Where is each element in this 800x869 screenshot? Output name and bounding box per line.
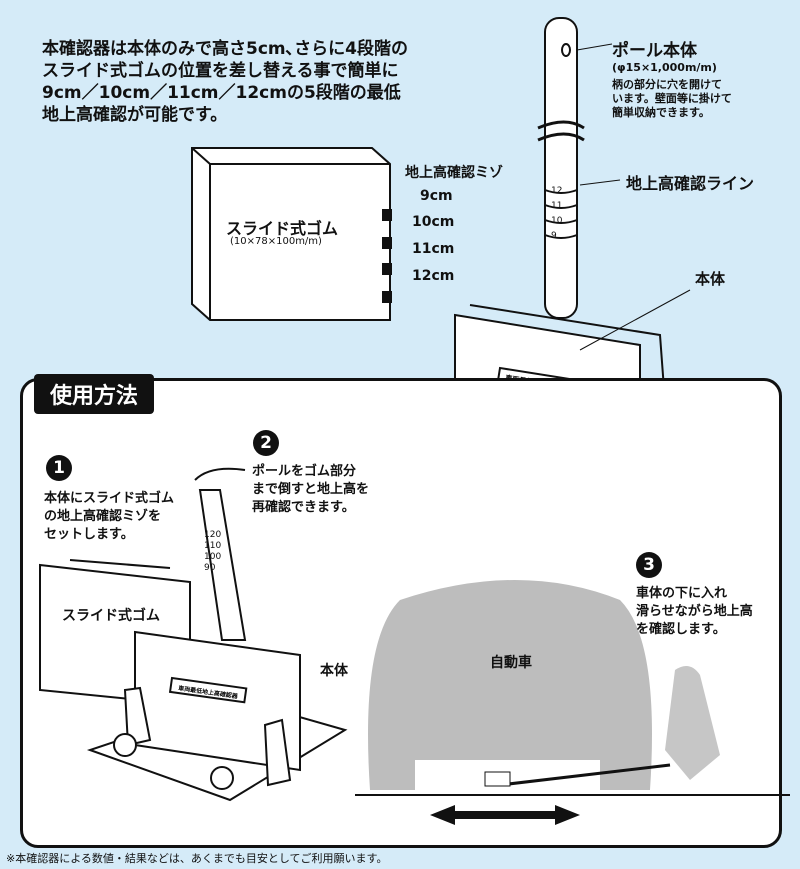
step-2-text: ポールをゴム部分まで倒すと地上高を再確認できます。 xyxy=(252,463,369,517)
rubber-block-illustration xyxy=(191,147,392,321)
usage-title: 使用方法 xyxy=(34,374,155,414)
intro-line: 地上高確認が可能です。 xyxy=(42,105,228,125)
intro-text: 本確認器は本体のみで高さ5cm､さらに4段階の スライド式ゴムの位置を差し替える… xyxy=(42,38,462,126)
pole-mark: 11 xyxy=(551,201,563,211)
device-in-use xyxy=(484,771,511,787)
person-silhouette xyxy=(665,666,720,780)
pole-mark: 100 xyxy=(204,552,222,562)
pole-desc-line: 簡単収納できます。 xyxy=(612,106,710,119)
step-1-text: 本体にスライド式ゴムの地上高確認ミゾをセットします。 xyxy=(44,490,174,544)
car-label: 自動車 xyxy=(490,655,532,671)
footnote: ※本確認器による数値・結果などは、あくまでも目安としてご利用願います。 xyxy=(6,852,388,865)
step-line: セットします。 xyxy=(44,527,134,542)
usage-rubber-label: スライド式ゴム xyxy=(62,608,160,624)
step-line: 滑らせながら地上高 xyxy=(636,604,753,619)
pole-mark: 10 xyxy=(551,216,563,226)
pole-callout: ポール本体 (φ15×1,000m/m) 柄の部分に穴を開けています。壁面等に掛… xyxy=(612,36,732,120)
pole-mark: 12 xyxy=(551,186,563,196)
pole-marks: 12 11 10 9 xyxy=(551,184,562,244)
rubber-title: スライド式ゴム xyxy=(226,219,339,238)
pole-size: (φ15×1,000m/m) xyxy=(612,61,717,74)
groove-11cm: 11cm xyxy=(412,241,455,257)
step-line: ポールをゴム部分 xyxy=(252,464,357,479)
groove-9cm: 9cm xyxy=(420,188,453,204)
pole-desc-line: います。壁面等に掛けて xyxy=(612,92,732,105)
step-2-badge: 2 xyxy=(253,430,279,456)
rotate-arrow xyxy=(194,467,246,481)
slide-arrow xyxy=(69,559,171,569)
pole-in-use xyxy=(499,763,671,787)
intro-line: スライド式ゴムの位置を差し替える事で簡単に xyxy=(42,61,399,81)
pole-desc-line: 柄の部分に穴を開けて xyxy=(612,78,722,91)
step-line: 再確認できます。 xyxy=(252,500,355,515)
rubber-size: (10×78×100m/m) xyxy=(230,236,322,247)
body-label: 本体 xyxy=(695,270,726,288)
pole-title: ポール本体 xyxy=(612,41,697,61)
pole-mark: 120 xyxy=(204,530,222,540)
car-silhouette xyxy=(368,580,652,790)
step-3-badge: 3 xyxy=(636,552,662,578)
intro-line: 本確認器は本体のみで高さ5cm､さらに4段階の xyxy=(42,39,408,59)
step-1-badge: 1 xyxy=(46,455,72,481)
usage-body-label: 本体 xyxy=(320,663,348,679)
intro-line: 9cm／10cm／11cm／12cmの5段階の最低 xyxy=(42,83,401,103)
step-line: 車体の下に入れ xyxy=(636,586,728,601)
groove-label: 地上高確認ミゾ xyxy=(405,165,503,181)
pole-illustration xyxy=(537,17,585,319)
groove-12cm: 12cm xyxy=(412,268,455,284)
pole-mark: 9 xyxy=(551,231,557,241)
step-line: の地上高確認ミゾを xyxy=(44,509,162,524)
step-line: 本体にスライド式ゴム xyxy=(44,491,175,506)
step-3-text: 車体の下に入れ滑らせながら地上高を確認します。 xyxy=(636,585,753,639)
check-line-label: 地上高確認ライン xyxy=(626,174,755,193)
groove-10cm: 10cm xyxy=(412,214,455,230)
tilted-pole xyxy=(198,489,247,641)
leader-line xyxy=(576,43,613,51)
double-arrow-icon xyxy=(430,805,580,825)
leader-line xyxy=(579,179,621,186)
pole-mark: 90 xyxy=(204,563,216,573)
leader-line xyxy=(579,289,691,351)
step-line: を確認します。 xyxy=(636,622,726,637)
step-line: まで倒すと地上高を xyxy=(252,482,370,497)
pole-mark: 110 xyxy=(204,541,222,551)
pole-desc: 柄の部分に穴を開けています。壁面等に掛けて簡単収納できます。 xyxy=(612,78,732,120)
